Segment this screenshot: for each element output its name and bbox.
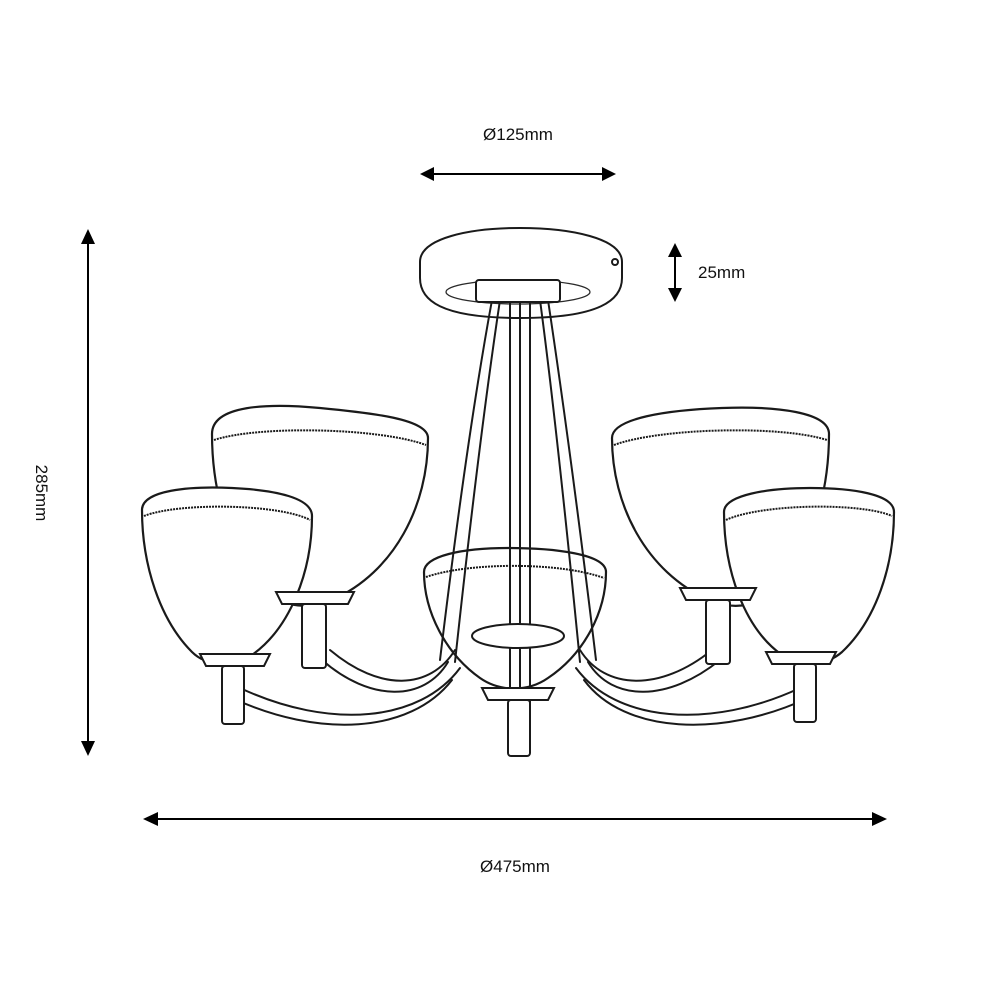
lamp-holder-back-right [678,587,758,665]
canopy-diameter-label: Ø125mm [483,125,553,144]
dimension-canopy-height: 25mm [668,243,745,302]
lamp-holder-front-left [198,653,272,725]
canopy-height-arrow-top [668,243,682,257]
shade-front-left-rim [143,505,311,521]
shade-centre-rim [425,564,605,579]
overall-height-arrow-bottom [81,741,95,756]
shade-front-right-rim [725,505,893,521]
shade-front-right [722,486,896,665]
overall-height-label: 285mm [32,465,51,522]
overall-height-arrow-top [81,229,95,244]
canopy-diameter-arrow-right [602,167,616,181]
central-stem [439,279,597,751]
lamp-holder-centre [480,687,556,757]
dimension-overall-height: 285mm [32,229,95,756]
arm-back-left [321,649,456,693]
shade-front-left [140,486,314,665]
dimension-canopy-diameter: Ø125mm [420,125,616,181]
light-fitting-drawing [140,226,896,757]
canopy-height-label: 25mm [698,263,745,282]
arm-back-right [579,649,721,693]
canopy-screw [611,258,619,266]
arm-front-right [575,667,809,726]
ceiling-canopy [419,226,623,320]
overall-diameter-arrow-right [872,812,887,826]
lamp-holder-back-left [274,591,356,669]
canopy-height-arrow-bottom [668,288,682,302]
dimension-overall-diameter: Ø475mm [143,812,887,876]
shade-back-left-rim [213,429,427,446]
arm-front-left [231,667,461,726]
stem-collar-ring [471,623,565,649]
overall-diameter-arrow-left [143,812,158,826]
lamp-holder-front-right [764,651,838,723]
canopy-diameter-arrow-left [420,167,434,181]
overall-diameter-label: Ø475mm [480,857,550,876]
